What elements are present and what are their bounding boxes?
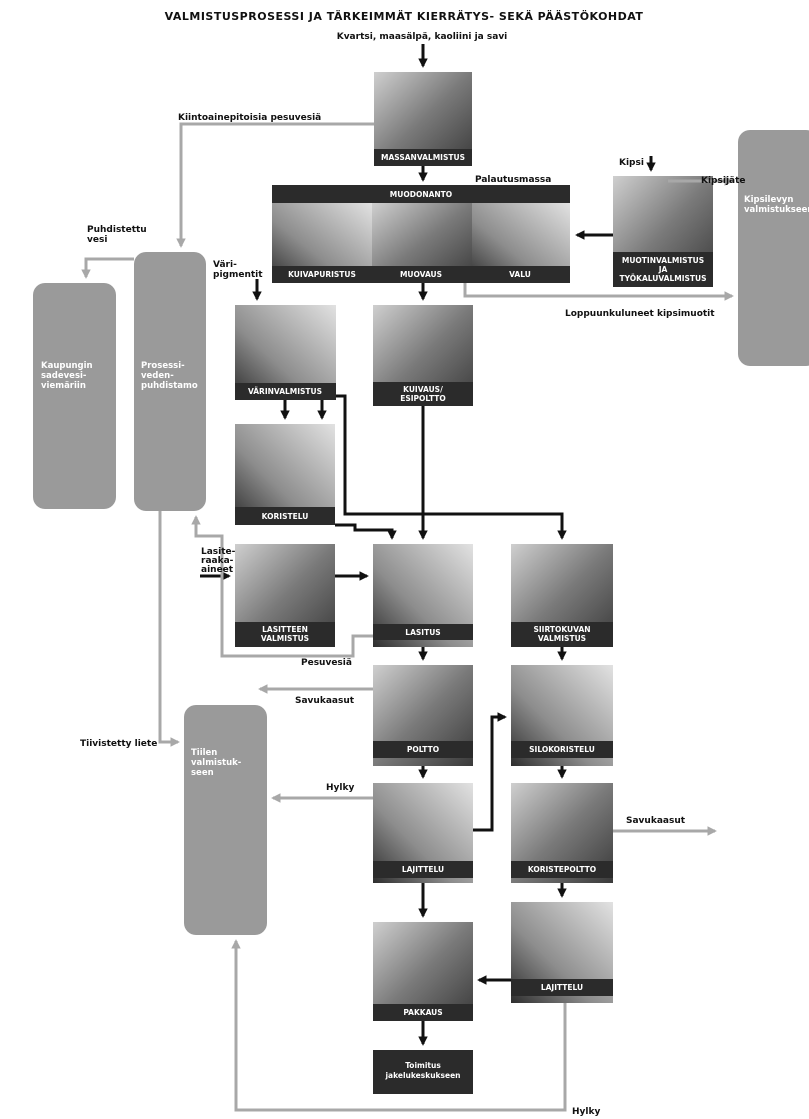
svg-text:LAJITTELU: LAJITTELU: [402, 865, 444, 874]
svg-text:LASITUS: LASITUS: [405, 628, 440, 637]
svg-text:POLTTO: POLTTO: [407, 745, 439, 754]
label-kipsijate: Kipsijäte: [701, 176, 746, 186]
box-prosessivedenpuhdistamo: Prosessi-veden-puhdistamo: [134, 252, 206, 511]
step-muovaus: MUOVAUS: [400, 270, 442, 279]
svg-text:VÄRINVALMISTUS: VÄRINVALMISTUS: [248, 387, 322, 396]
step-poltto: POLTTO: [373, 665, 473, 766]
gray-arrows: [81, 122, 734, 1112]
step-kuivaus-esipoltto: KUIVAUS/ESIPOLTTO: [373, 305, 473, 406]
black-arrows: [200, 44, 656, 1046]
step-koristepoltto: KORISTEPOLTTO: [511, 783, 613, 883]
step-massanvalmistus: MASSANVALMISTUS: [374, 72, 472, 166]
step-pakkaus: PAKKAUS: [373, 922, 473, 1021]
step-silokoristelu: SILOKORISTELU: [511, 665, 613, 766]
label-kipsi: Kipsi: [619, 158, 644, 168]
step-muodonanto: MUODONANTO KUIVAPURISTUS MUOVAUS VALU: [272, 185, 570, 283]
step-lajittelu-1: LAJITTELU: [373, 783, 473, 883]
step-valu: VALU: [509, 270, 531, 279]
step-varinvalmistus: VÄRINVALMISTUS: [235, 305, 336, 400]
svg-text:KORISTEPOLTTO: KORISTEPOLTTO: [528, 865, 596, 874]
step-lasitus: LASITUS: [373, 544, 473, 647]
step-lajittelu-2: LAJITTELU: [511, 902, 613, 1003]
label-pesuvesia: Pesuvesiä: [301, 658, 352, 668]
input-raw-materials-label: Kvartsi, maasälpä, kaoliini ja savi: [337, 32, 508, 42]
label-hylky-1: Hylky: [326, 783, 354, 793]
label-savukaasut-1: Savukaasut: [295, 696, 355, 706]
svg-text:SILOKORISTELU: SILOKORISTELU: [529, 745, 595, 754]
label-varipigmentit: Väri-pigmentit: [213, 260, 263, 280]
step-kuivapuristus: KUIVAPURISTUS: [288, 270, 356, 279]
svg-text:KORISTELU: KORISTELU: [262, 512, 309, 521]
svg-text:PAKKAUS: PAKKAUS: [403, 1008, 442, 1017]
label-lasite-raaka-aineet: Lasite-raaka-aineet: [201, 547, 236, 575]
svg-text:LAJITTELU: LAJITTELU: [541, 983, 583, 992]
diagram-title: VALMISTUSPROSESSI JA TÄRKEIMMÄT KIERRÄTY…: [165, 9, 644, 23]
svg-text:MASSANVALMISTUS: MASSANVALMISTUS: [381, 153, 465, 162]
step-koristelu: KORISTELU: [235, 424, 335, 525]
svg-text:Prosessi-veden-puhdistamo: Prosessi-veden-puhdistamo: [141, 361, 198, 391]
label-palautusmassa: Palautusmassa: [475, 175, 551, 185]
label-kiintoainepitoisia: Kiintoainepitoisia pesuvesiä: [178, 113, 321, 123]
svg-text:KUIVAUS/ESIPOLTTO: KUIVAUS/ESIPOLTTO: [400, 385, 446, 403]
svg-text:MUODONANTO: MUODONANTO: [390, 190, 452, 199]
label-tiivistetty-liete: Tiivistetty liete: [80, 739, 157, 749]
label-hylky-2: Hylky: [572, 1107, 600, 1117]
label-loppuunkuluneet: Loppuunkuluneet kipsimuotit: [565, 309, 715, 319]
label-savukaasut-2: Savukaasut: [626, 816, 686, 826]
